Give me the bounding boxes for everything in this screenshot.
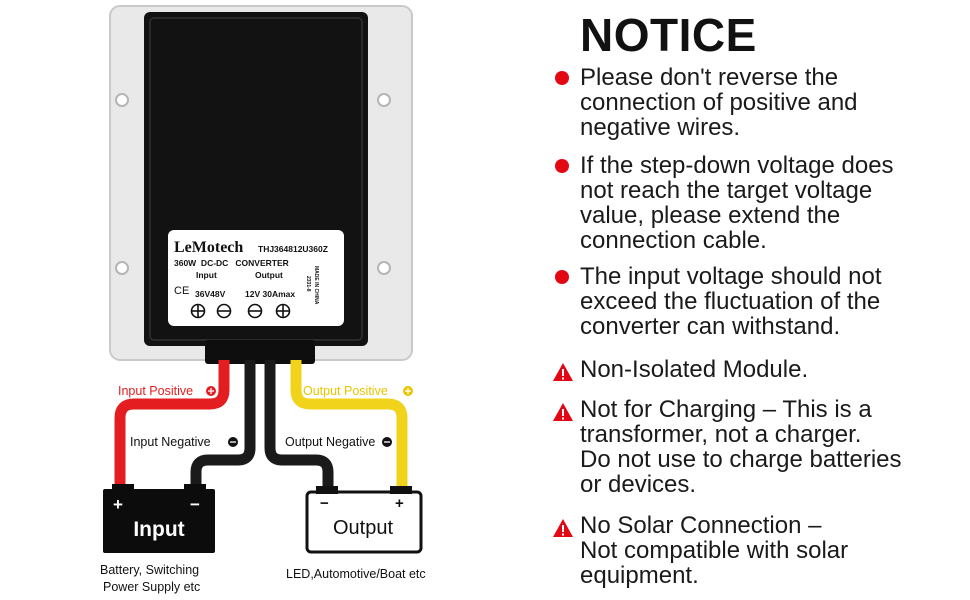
notice-item: Not for Charging – This is a transformer…: [552, 397, 962, 497]
label-side-text-2: MADE IN CHINA: [313, 266, 319, 305]
input-negative-label: Input Negative: [130, 435, 211, 449]
warning-icon: [553, 403, 573, 421]
output-negative-label: Output Negative: [285, 435, 375, 449]
mounting-hole-left: [115, 93, 129, 107]
cable-gland: [205, 340, 315, 364]
notice-item: No Solar Connection – Not compatible wit…: [552, 513, 962, 588]
notice-item-text: If the step-down voltage does not reach …: [580, 152, 894, 254]
input-battery-minus: −: [190, 495, 200, 514]
output-load-minus: −: [320, 495, 329, 512]
output-rating: 12V 30Amax: [245, 289, 295, 299]
positive-marker-icon: [403, 386, 413, 396]
input-positive-wire: [114, 360, 230, 488]
mounting-hole-right: [377, 93, 391, 107]
notice-item: The input voltage should not exceed the …: [552, 264, 962, 339]
mounting-hole-right-lower: [377, 261, 391, 275]
output-negative-wire: [264, 360, 334, 488]
input-caption-line2: Power Supply etc: [103, 580, 200, 594]
ce-mark: CE: [174, 285, 189, 297]
terminal-plus-icon: [275, 303, 291, 319]
output-positive-wire: [290, 360, 408, 488]
model-number: THJ364812U360Z: [258, 244, 328, 254]
output-load-plus: +: [395, 495, 404, 512]
notice-item-text: No Solar Connection – Not compatible wit…: [580, 512, 849, 589]
product-label: [168, 230, 344, 326]
red-dot-icon: [555, 159, 569, 173]
input-positive-label: Input Positive: [118, 384, 193, 398]
terminal-minus-icon: [216, 303, 232, 319]
input-caption-line1: Battery, Switching: [100, 563, 199, 577]
negative-marker-icon: [382, 437, 392, 447]
output-caption: LED,Automotive/Boat etc: [286, 567, 426, 581]
notice-item: Non-Isolated Module.: [552, 357, 962, 382]
notice-item-text: Not for Charging – This is a transformer…: [580, 396, 902, 498]
notice-item-text: Please don't reverse the connection of p…: [580, 64, 858, 141]
red-dot-icon: [555, 270, 569, 284]
positive-marker-icon: [206, 386, 216, 396]
output-box-label: Output: [333, 517, 393, 539]
input-voltage: 36V48V: [195, 289, 226, 299]
spec-line: 360W DC-DC CONVERTER: [174, 258, 289, 268]
label-output: Output: [255, 270, 283, 280]
output-load: − + Output: [305, 486, 423, 554]
negative-marker-icon: [228, 437, 238, 447]
output-positive-label: Output Positive: [303, 384, 388, 398]
notice-item-text: The input voltage should not exceed the …: [580, 263, 882, 340]
brand-name: LeMotech: [174, 239, 243, 256]
terminal-minus-icon: [247, 303, 263, 319]
input-battery-plus: +: [113, 495, 123, 514]
notice-item: If the step-down voltage does not reach …: [552, 153, 962, 253]
input-negative-wire: [190, 360, 256, 488]
mounting-hole-left-lower: [115, 261, 129, 275]
warning-icon: [553, 363, 573, 381]
notice-item-text: Non-Isolated Module.: [580, 356, 809, 383]
label-side-text-1: 2331-8: [305, 276, 311, 292]
input-battery: + − Input: [103, 484, 215, 553]
input-box-label: Input: [133, 518, 184, 541]
terminal-plus-icon: [190, 303, 206, 319]
converter-wiring-diagram: LeMotech THJ364812U360Z 360W DC-DC CONVE…: [100, 5, 426, 594]
red-dot-icon: [555, 71, 569, 85]
notice-title: NOTICE: [580, 9, 757, 61]
notice-item: Please don't reverse the connection of p…: [552, 65, 962, 140]
warning-icon: [553, 519, 573, 537]
label-input: Input: [196, 270, 217, 280]
